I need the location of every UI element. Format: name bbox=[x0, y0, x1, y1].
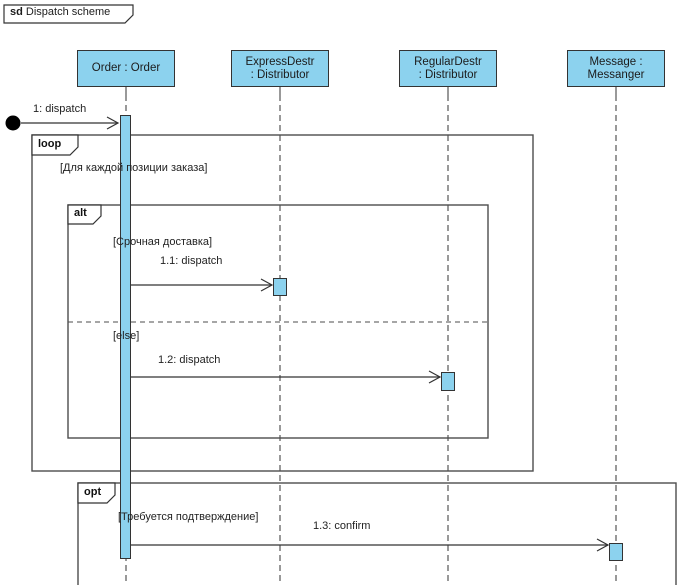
arrowhead-confirm bbox=[596, 538, 610, 552]
lifeline-head-message-line1: Message : bbox=[589, 55, 643, 68]
diagram-title: sd Dispatch scheme bbox=[10, 6, 110, 18]
lifeline-head-regulardestr: RegularDestr : Distributor bbox=[399, 50, 497, 87]
opt-label: opt bbox=[84, 486, 102, 498]
diagram-title-tab-shape bbox=[3, 4, 134, 24]
alt-guard-if: [Срочная доставка] bbox=[113, 236, 213, 248]
pentagon-tags-group bbox=[3, 4, 134, 504]
lifeline-head-expressdestr-line2: : Distributor bbox=[250, 68, 310, 81]
message-label-dispatch-express: 1.1: dispatch bbox=[160, 255, 223, 267]
activation-order bbox=[120, 115, 131, 559]
loop-label-shape bbox=[31, 134, 79, 156]
arrowhead-dispatch bbox=[106, 116, 120, 130]
lifeline-head-order-line1: Order : Order bbox=[91, 62, 161, 74]
message-label-dispatch-regular: 1.2: dispatch bbox=[158, 354, 221, 366]
lifeline-head-expressdestr: ExpressDestr : Distributor bbox=[231, 50, 329, 87]
activation-expressdestr bbox=[273, 278, 287, 296]
message-label-dispatch: 1: dispatch bbox=[33, 103, 87, 115]
lifeline-head-regulardestr-line2: : Distributor bbox=[418, 68, 478, 81]
lifeline-head-regulardestr-line1: RegularDestr bbox=[414, 55, 482, 68]
message-label-confirm: 1.3: confirm bbox=[313, 520, 371, 532]
opt-fragment-frame bbox=[77, 482, 677, 585]
opt-label-shape bbox=[77, 482, 116, 504]
activation-regulardestr bbox=[441, 372, 455, 391]
alt-label: alt bbox=[74, 207, 87, 219]
diagram-title-name: Dispatch scheme bbox=[25, 6, 111, 18]
arrowhead-dispatch-regular bbox=[428, 370, 442, 384]
found-message-endpoint bbox=[5, 115, 21, 131]
lifeline-head-order: Order : Order bbox=[77, 50, 175, 87]
loop-fragment-frame bbox=[31, 134, 534, 472]
arrowhead-dispatch-express bbox=[260, 278, 274, 292]
loop-guard: [Для каждой позиции заказа] bbox=[60, 162, 208, 174]
lifeline-head-expressdestr-line1: ExpressDestr bbox=[245, 55, 315, 68]
activation-message bbox=[609, 543, 623, 561]
lifeline-head-message: Message : Messanger bbox=[567, 50, 665, 87]
fragment-frames-group bbox=[31, 134, 677, 585]
diagram-title-keyword: sd bbox=[10, 6, 23, 18]
messages-group bbox=[5, 115, 610, 552]
alt-label-shape bbox=[67, 204, 102, 225]
opt-guard: [Требуется подтверждение] bbox=[118, 511, 259, 523]
alt-guard-else: [else] bbox=[113, 330, 140, 342]
lifeline-head-message-line2: Messanger bbox=[587, 68, 645, 81]
loop-label: loop bbox=[38, 138, 62, 150]
